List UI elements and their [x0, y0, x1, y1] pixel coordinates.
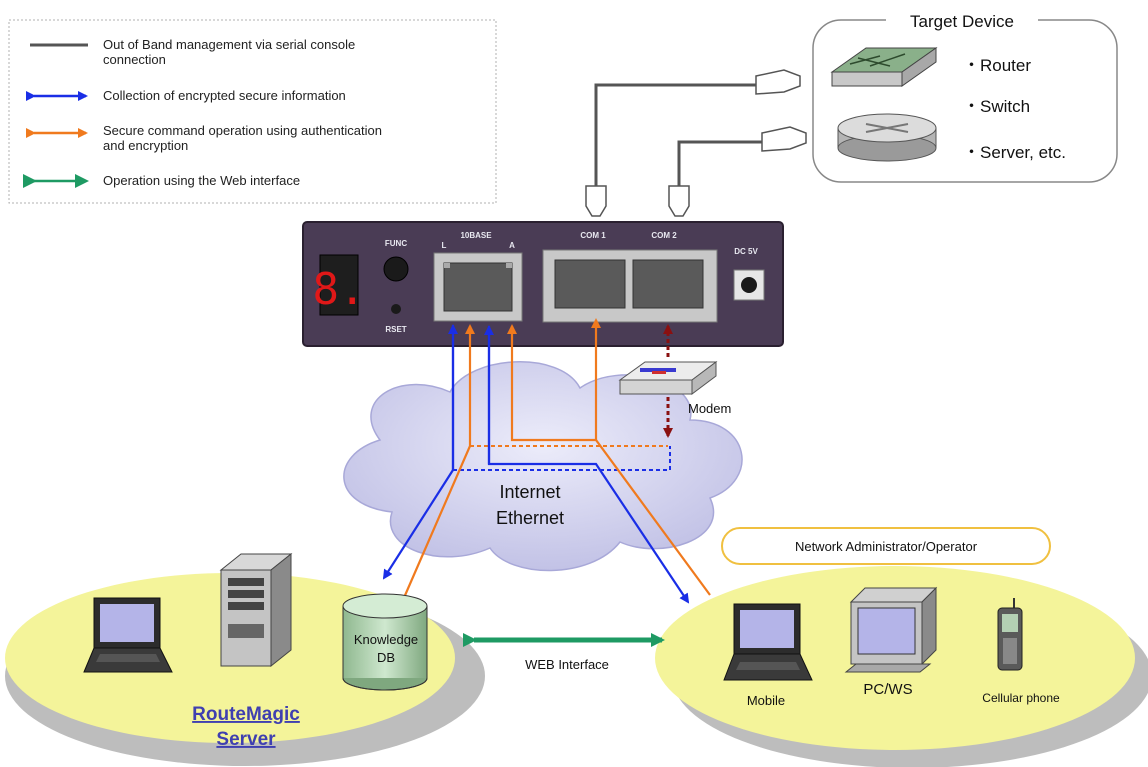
- target-item-server: ・Server, etc.: [963, 143, 1066, 162]
- cloud-label-line1: Internet: [499, 482, 560, 502]
- router-icon: [837, 113, 937, 162]
- plug-com2: [668, 185, 690, 217]
- legend-item-4-line1: Operation using the Web interface: [103, 173, 300, 188]
- laptop-icon: [83, 597, 173, 673]
- orange-db-to-lan: [401, 324, 475, 601]
- plug-router-2: [761, 126, 807, 152]
- client-mobile-label: Mobile: [747, 693, 785, 708]
- server-site-title-line2[interactable]: Server: [216, 729, 276, 750]
- power-label: DC 5V: [734, 247, 758, 256]
- func-button[interactable]: [383, 256, 409, 282]
- legend-item-3-line1: Secure command operation using authentic…: [103, 123, 382, 138]
- admin-title-box: [721, 527, 1051, 565]
- client-cellular-label: Cellular phone: [982, 691, 1060, 705]
- modem-label: Modem: [688, 401, 731, 416]
- legend-item-2-line1: Collection of encrypted secure informati…: [103, 88, 346, 103]
- mobile-laptop-icon: [723, 603, 813, 681]
- com2-label: COM 2: [651, 231, 677, 240]
- collection-dashed-link: [453, 446, 671, 471]
- admin-site-title: Network Administrator/Operator: [795, 539, 978, 554]
- target-device-title: Target Device: [910, 12, 1014, 31]
- target-device-group: Target Device ・Router ・Switch ・Server, e…: [812, 8, 1118, 183]
- legend-item-1-line1: Out of Band management via serial consol…: [103, 37, 355, 52]
- web-interface-label: WEB Interface: [525, 657, 609, 672]
- cellular-phone-icon: [997, 598, 1023, 671]
- device-display: [319, 254, 359, 316]
- orange-admin-to-lan: [507, 324, 711, 596]
- db-label-line1: Knowledge: [354, 632, 418, 647]
- device-display-digit: 8.: [313, 264, 366, 315]
- cloud-shape: [343, 361, 743, 572]
- server-site-title-line1[interactable]: RouteMagic: [192, 704, 300, 725]
- func-label: FUNC: [385, 239, 407, 248]
- serial-cable-com2: [677, 140, 764, 188]
- blue-to-db: [382, 469, 454, 580]
- serial-cable-com1: [594, 83, 758, 188]
- com1-label: COM 1: [580, 231, 606, 240]
- internet-cloud: Internet Ethernet: [343, 361, 743, 572]
- serial-cables: [594, 83, 764, 188]
- plug-com1: [585, 185, 607, 217]
- client-pcws-label: PC/WS: [863, 681, 912, 698]
- modem: Modem: [618, 361, 731, 416]
- target-title-bg: [886, 8, 1038, 32]
- database-icon: Knowledge DB: [342, 593, 428, 691]
- cloud-label-line2: Ethernet: [496, 508, 564, 528]
- routemagic-device: 8. FUNC RSET 10BASE L A COM 1 COM 2 DC 5…: [302, 221, 784, 347]
- target-item-switch: ・Switch: [963, 97, 1030, 116]
- target-item-router: ・Router: [963, 56, 1031, 75]
- lan-left-label: L: [442, 241, 447, 250]
- flow-arrows: [382, 318, 711, 604]
- server-tower-icon: [219, 552, 293, 668]
- serial-plugs: [585, 69, 807, 217]
- lan-port[interactable]: [443, 262, 513, 312]
- plug-router: [755, 69, 801, 95]
- reset-button[interactable]: [391, 304, 401, 314]
- reset-label: RSET: [385, 325, 406, 334]
- lan-label: 10BASE: [460, 231, 492, 240]
- db-label-line2: DB: [377, 650, 395, 665]
- com1-port[interactable]: [554, 259, 626, 309]
- lan-right-label: A: [509, 241, 515, 250]
- com2-port[interactable]: [632, 259, 704, 309]
- legend-item-1-line2: connection: [103, 52, 166, 67]
- pc-workstation-icon: [844, 586, 938, 673]
- power-jack: [741, 277, 757, 293]
- legend-box: [8, 19, 497, 204]
- legend: Out of Band management via serial consol…: [8, 19, 497, 204]
- switch-icon: [830, 47, 938, 87]
- legend-item-3-line2: and encryption: [103, 138, 188, 153]
